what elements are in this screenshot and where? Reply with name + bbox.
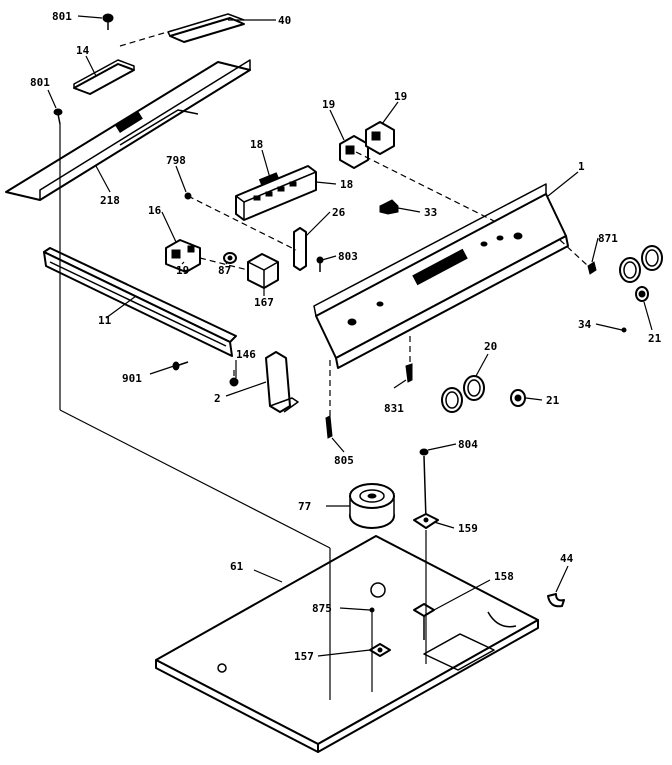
callout-801-left: 801 — [30, 76, 50, 89]
callout-16: 16 — [148, 204, 162, 217]
part-19-switch-b — [365, 121, 395, 155]
callout-44: 44 — [560, 552, 574, 565]
part-16-switch — [165, 239, 201, 273]
callout-831: 831 — [384, 402, 404, 415]
callout-19-a: 19 — [322, 98, 335, 111]
callout-21-a: 21 — [648, 332, 662, 345]
callout-803: 803 — [338, 250, 358, 263]
screw-801-left — [53, 108, 63, 125]
callout-804: 804 — [458, 438, 478, 451]
screw-803 — [316, 256, 324, 272]
part-11-trim-bar — [43, 247, 237, 357]
callout-1: 1 — [578, 160, 585, 173]
screw-871 — [587, 261, 597, 275]
part-26-bracket — [293, 227, 307, 271]
callout-18-b: 18 — [340, 178, 353, 191]
callout-40: 40 — [278, 14, 291, 27]
part-18-timer-module — [235, 165, 317, 221]
part-33-clip — [379, 199, 399, 215]
callout-2: 2 — [214, 392, 221, 405]
knob-20-b — [463, 375, 485, 401]
part-14-bracket — [73, 59, 135, 95]
nut-146 — [229, 377, 239, 387]
callout-33: 33 — [424, 206, 437, 219]
part-44-clip — [547, 593, 565, 608]
part-77-coil — [349, 483, 395, 529]
callout-18-a: 18 — [250, 138, 263, 151]
knob-21-b — [641, 245, 663, 271]
callout-labels: 801 40 14 801 218 19 19 18 18 798 1 33 2… — [30, 10, 662, 663]
callout-61: 61 — [230, 560, 244, 573]
screw-875 — [369, 607, 375, 613]
assembly-lines — [59, 29, 589, 700]
knob-21-d — [510, 389, 526, 407]
knob-21-a — [619, 257, 641, 283]
callout-77: 77 — [298, 500, 311, 513]
callout-871: 871 — [598, 232, 618, 245]
part-159-bracket — [413, 513, 439, 529]
callout-157: 157 — [294, 650, 314, 663]
callout-34: 34 — [578, 318, 592, 331]
callout-167: 167 — [254, 296, 274, 309]
callout-146: 146 — [236, 348, 256, 361]
screw-831 — [405, 363, 413, 383]
screw-34 — [621, 327, 627, 333]
callout-218: 218 — [100, 194, 120, 207]
screw-801-top — [102, 13, 114, 30]
part-61-base-plate — [155, 535, 539, 753]
callout-801-top: 801 — [52, 10, 72, 23]
part-2-side-bracket — [265, 351, 299, 413]
callout-805: 805 — [334, 454, 354, 467]
callout-19-c: 19 — [176, 264, 189, 277]
knob-21-c — [635, 286, 649, 302]
callout-798: 798 — [166, 154, 186, 167]
callout-159: 159 — [458, 522, 478, 535]
callout-20: 20 — [484, 340, 497, 353]
part-87-washer — [223, 252, 237, 264]
part-19-switch-a — [339, 135, 369, 169]
callout-19-b: 19 — [394, 90, 407, 103]
part-218-top-cover — [5, 59, 251, 201]
part-40-bracket — [167, 13, 245, 43]
callout-21-b: 21 — [546, 394, 560, 407]
knob-20-a — [441, 387, 463, 413]
callout-leaders — [47, 15, 653, 657]
screw-804 — [419, 448, 429, 521]
screw-901 — [172, 361, 189, 371]
part-157-bracket — [369, 643, 391, 657]
callout-26: 26 — [332, 206, 346, 219]
callout-87: 87 — [218, 264, 231, 277]
part-167-block — [247, 253, 279, 289]
callout-875: 875 — [312, 602, 332, 615]
screw-805 — [325, 415, 333, 439]
callout-11: 11 — [98, 314, 112, 327]
part-1-control-panel — [313, 183, 569, 369]
callout-158: 158 — [494, 570, 514, 583]
callout-14: 14 — [76, 44, 90, 57]
callout-901: 901 — [122, 372, 142, 385]
